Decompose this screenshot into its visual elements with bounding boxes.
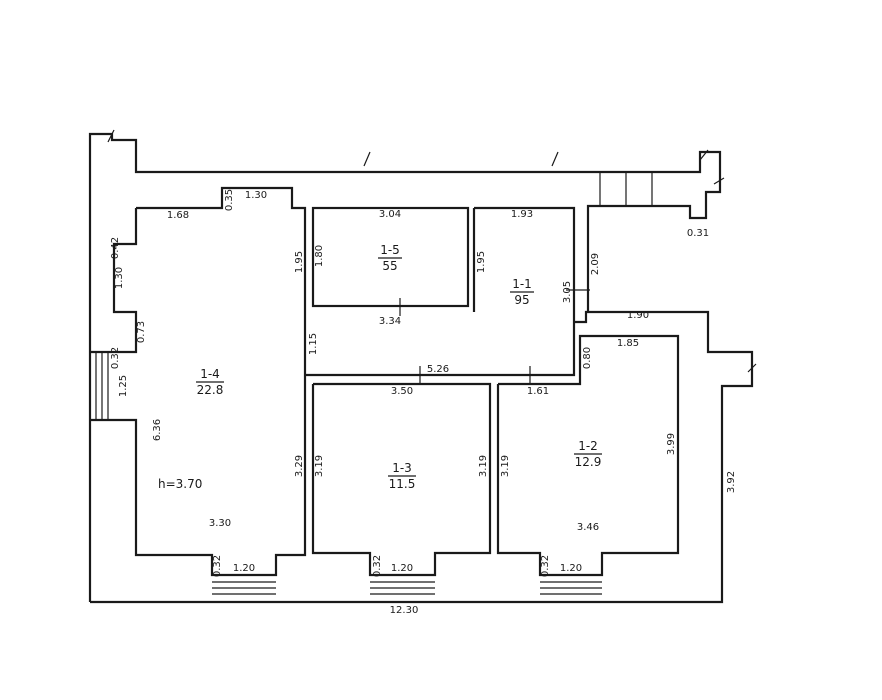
dim-label: 3.34 <box>379 316 401 327</box>
dim-label: 1.93 <box>511 209 533 220</box>
dim-label: 1.30 <box>114 267 125 289</box>
room-1-4-left-wall <box>90 208 138 354</box>
dim-label: 0.73 <box>136 321 147 343</box>
room-1-3-wall <box>311 382 492 577</box>
dim-label: 5.26 <box>427 364 449 375</box>
room-1-1-area: 95 <box>514 293 529 307</box>
dim-label: 3.50 <box>391 386 413 397</box>
room-1-2-area: 12.9 <box>575 455 602 469</box>
dim-label: 3.05 <box>562 281 573 303</box>
dim-label: 0.32 <box>372 555 383 577</box>
stair-bottom-1 <box>212 581 276 595</box>
stair-bottom-2 <box>370 581 435 595</box>
ceiling-height-label: h=3.70 <box>158 477 202 491</box>
room-1-3-id: 1-3 <box>392 461 412 475</box>
dim-label: 12.30 <box>390 605 419 616</box>
room-1-1-id: 1-1 <box>512 277 532 291</box>
dim-label: 1.90 <box>627 310 649 321</box>
break-mark <box>107 129 757 373</box>
stair-left <box>95 352 109 420</box>
dim-label: 3.04 <box>379 209 401 220</box>
room-1-5-wall <box>311 206 470 308</box>
outer-wall-top <box>88 132 722 602</box>
dim-label: 1.20 <box>560 563 582 574</box>
dim-label: 1.68 <box>167 210 189 221</box>
dim-label: 0.42 <box>110 237 121 259</box>
room-1-5-area: 55 <box>382 259 397 273</box>
dim-label: 1.30 <box>245 190 267 201</box>
room-1-4-id: 1-4 <box>200 367 220 381</box>
dim-label: 0.32 <box>540 555 551 577</box>
dim-label: 0.32 <box>212 555 223 577</box>
dim-label: 1.25 <box>118 375 129 397</box>
dim-label: 1.15 <box>308 333 319 355</box>
room-1-2-wall <box>496 334 680 577</box>
dim-label: 1.20 <box>233 563 255 574</box>
outer-wall <box>90 310 754 604</box>
room-1-4-area: 22.8 <box>197 383 224 397</box>
room-1-2-id: 1-2 <box>578 439 598 453</box>
dim-label: 3.19 <box>478 455 489 477</box>
room-1-5-id: 1-5 <box>380 243 400 257</box>
dim-label: 3.92 <box>726 471 737 493</box>
dim-label: 1.95 <box>294 251 305 273</box>
dim-label: 3.29 <box>294 455 305 477</box>
room-1-1-wall <box>305 206 576 377</box>
dim-label: 0.32 <box>110 347 121 369</box>
dim-label: 3.30 <box>209 518 231 529</box>
dim-label: 1.20 <box>391 563 413 574</box>
room-1-4-wall <box>90 186 307 577</box>
dim-label: 3.19 <box>500 455 511 477</box>
dim-label: 3.46 <box>577 522 599 533</box>
dim-label: 1.95 <box>476 251 487 273</box>
dim-label: 1.80 <box>314 245 325 267</box>
dim-label: 1.61 <box>527 386 549 397</box>
dim-label: 3.99 <box>666 433 677 455</box>
dim-label: 6.36 <box>152 419 163 441</box>
dim-label: 0.35 <box>224 189 235 211</box>
dim-label: 0.31 <box>687 228 709 239</box>
dim-label: 0.80 <box>582 347 593 369</box>
dim-label: 2.09 <box>590 253 601 275</box>
room-1-3-area: 11.5 <box>389 477 416 491</box>
dim-label: 3.19 <box>314 455 325 477</box>
dim-label: 1.85 <box>617 338 639 349</box>
stair-top-right <box>599 172 653 206</box>
stair-bottom-3 <box>540 581 602 595</box>
